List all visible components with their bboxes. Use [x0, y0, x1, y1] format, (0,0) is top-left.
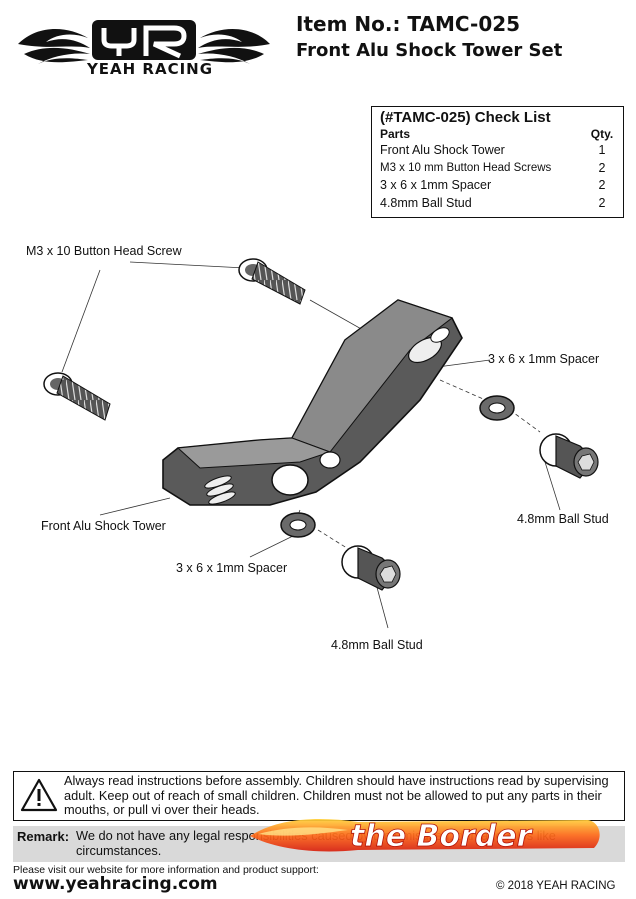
remark-label: Remark: [17, 829, 70, 844]
part-qty: 2 [598, 195, 606, 210]
part-name: M3 x 10 mm Button Head Screws [380, 161, 552, 174]
ball-stud-bottom-callout: 4.8mm Ball Stud [331, 638, 423, 652]
yeah-racing-logo [18, 14, 270, 82]
spacer-right [479, 395, 515, 421]
part-name: Front Alu Shock Tower [380, 143, 505, 157]
exploded-assembly-diagram [43, 258, 599, 629]
ball-stud-bottom [341, 545, 401, 591]
check-list-header: Parts Qty. [380, 127, 615, 142]
button-head-screw-top [238, 258, 306, 305]
part-qty: 2 [598, 160, 606, 175]
support-note: Please visit our website for more inform… [13, 864, 319, 876]
spacer-bottom [280, 512, 316, 538]
website-link[interactable]: www.yeahracing.com [13, 874, 218, 894]
part-name: 3 x 6 x 1mm Spacer [380, 178, 492, 193]
shock-tower-callout: Front Alu Shock Tower [41, 519, 166, 533]
part-name: 4.8mm Ball Stud [380, 195, 472, 210]
qty-column-header: Qty. [590, 127, 614, 141]
ball-stud-right-callout: 4.8mm Ball Stud [517, 512, 609, 526]
ball-stud-right [539, 433, 599, 479]
item-number: Item No.: TAMC-025 [296, 12, 521, 36]
part-qty: 1 [598, 143, 606, 157]
check-list-row: 4.8mm Ball Stud 2 [380, 195, 615, 213]
check-list-box: (#TAMC-025) Check List Parts Qty. Front … [371, 106, 624, 218]
part-qty: 2 [598, 178, 606, 193]
the-border-watermark: the Border [250, 819, 600, 854]
logo-wordmark: YEAH RACING [86, 60, 214, 78]
warning-triangle-icon [20, 778, 58, 812]
warning-text: Always read instructions before assembly… [64, 773, 609, 817]
spacer-bottom-callout: 3 x 6 x 1mm Spacer [176, 561, 288, 575]
check-list-row: Front Alu Shock Tower 1 [380, 142, 615, 160]
check-list-row: 3 x 6 x 1mm Spacer 2 [380, 177, 615, 195]
warning-box: Always read instructions before assembly… [13, 771, 625, 821]
check-list-row: M3 x 10 mm Button Head Screws 2 [380, 160, 615, 178]
product-title: Front Alu Shock Tower Set [296, 40, 563, 61]
parts-column-header: Parts [380, 127, 411, 141]
screw-callout: M3 x 10 Button Head Screw [26, 244, 182, 258]
check-list-title: (#TAMC-025) Check List [380, 109, 551, 126]
front-alu-shock-tower [162, 299, 463, 506]
button-head-screw-left [43, 372, 111, 421]
watermark-text: the Border [350, 819, 534, 854]
copyright: © 2018 YEAH RACING [496, 880, 616, 892]
spacer-right-callout: 3 x 6 x 1mm Spacer [488, 352, 600, 366]
